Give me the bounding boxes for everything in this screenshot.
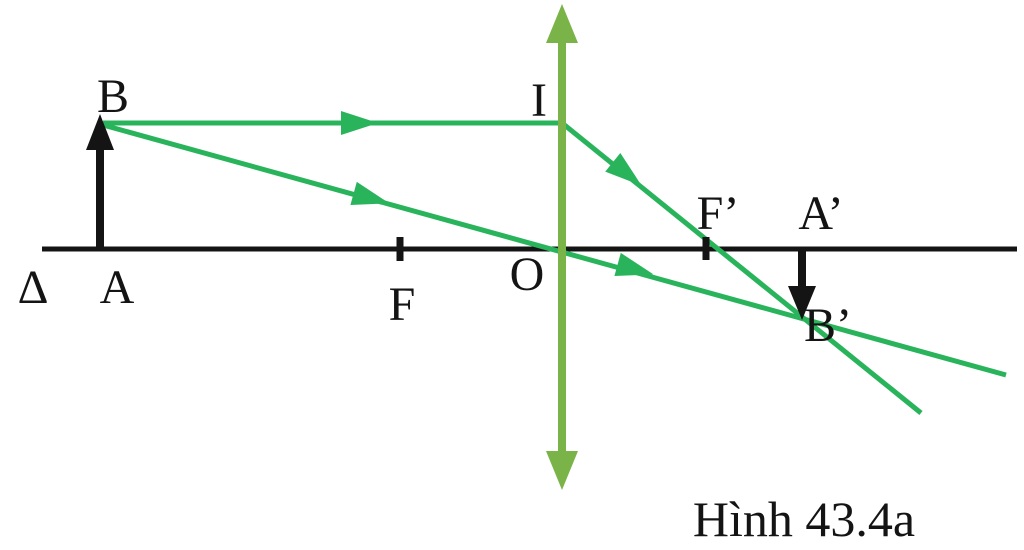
focal-left-label-F: F (389, 278, 416, 331)
image-base-label-A-prime: A’ (798, 187, 843, 240)
object-tip-label-B: B (97, 70, 129, 123)
lens-arrowhead-bottom-icon (546, 451, 578, 490)
image-tip-label-B-prime: B’ (804, 299, 852, 352)
ray-arrowhead-central-right (614, 252, 654, 277)
lens-double-arrow (546, 4, 578, 490)
ray-arrowhead-refracted (605, 152, 642, 186)
incidence-point-label-I: I (531, 74, 547, 127)
object-base-label-A: A (100, 261, 135, 314)
lens-center-label-O: O (510, 248, 545, 301)
image-arrowhead-icon (788, 286, 816, 320)
arrowhead-icon (350, 181, 390, 206)
arrowhead-icon (605, 152, 642, 186)
arrowhead-icon (614, 252, 654, 277)
figure-caption: Hình 43.4a (693, 491, 915, 547)
focal-right-label-F-prime: F’ (697, 187, 740, 240)
ray-arrowhead-central-left (350, 181, 390, 206)
lens-arrowhead-top-icon (546, 4, 578, 43)
ray-central-B-through-O (102, 122, 1007, 378)
image-arrow-A-prime-B-prime (788, 249, 816, 320)
object-arrow-AB (86, 114, 114, 249)
arrowhead-icon (341, 111, 378, 135)
object-arrowhead-icon (86, 114, 114, 150)
axis-label-delta: Δ (18, 261, 49, 314)
ray-arrowhead-parallel (341, 111, 378, 135)
